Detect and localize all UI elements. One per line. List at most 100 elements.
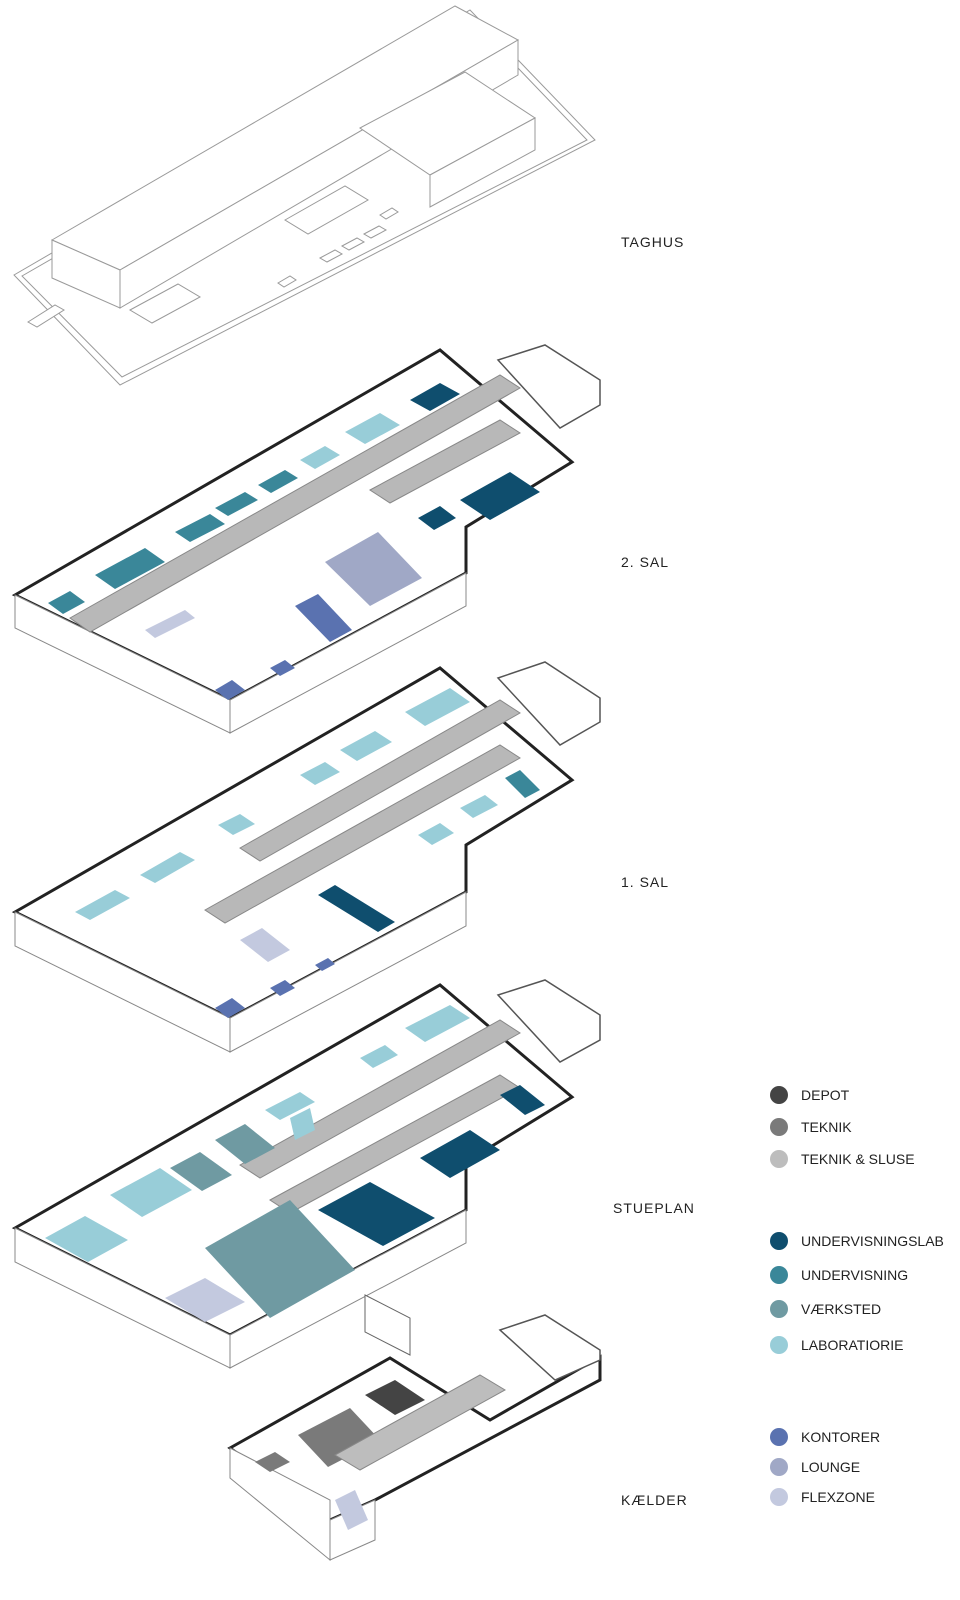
floor-label-1-sal: 1. SAL	[621, 874, 670, 890]
stueplan-lab-2	[360, 1045, 398, 1068]
legend-swatch	[770, 1300, 788, 1318]
stueplan-front-wall	[229, 1209, 467, 1369]
roof-hatch-2	[340, 237, 366, 251]
legend-label: TEKNIK & SLUSE	[801, 1151, 915, 1167]
roof-hatch-1	[318, 249, 344, 263]
sal1-kontor-1	[215, 998, 245, 1018]
sal1-undervisningslab	[318, 885, 395, 932]
legend-swatch	[770, 1232, 788, 1250]
skylight-large	[284, 185, 369, 235]
sal2-flexzone	[145, 610, 195, 638]
floor-2-sal-drawing	[11, 344, 601, 734]
roof-hatch-3	[362, 225, 388, 239]
sal1-lab-7	[140, 852, 195, 883]
stueplan-undervisningslab-2	[420, 1130, 500, 1178]
legend-label: VÆRKSTED	[801, 1301, 882, 1317]
legend-label: UNDERVISNINGSLAB	[801, 1233, 944, 1249]
sal1-corridor-2	[204, 744, 521, 924]
floor-label-taghus: TAGHUS	[621, 234, 685, 250]
legend-item-flexzone: FLEXZONE	[770, 1488, 875, 1506]
sal1-lab-4	[218, 814, 255, 835]
stueplan-annex	[496, 979, 601, 1063]
sal2-undervisningslab-2	[460, 472, 540, 520]
roof-hatch-4	[379, 207, 399, 220]
sal2-lab-2	[300, 446, 340, 469]
sal2-corridor-east	[369, 419, 521, 504]
legend-swatch	[770, 1458, 788, 1476]
stueplan-flexzone	[165, 1278, 245, 1322]
sal1-front-wall	[229, 891, 467, 1053]
plant-room-front	[429, 117, 536, 208]
floor-stueplan-drawing	[11, 979, 601, 1369]
floor-kaelder-drawing	[227, 1314, 602, 1562]
legend-item-teknik: TEKNIK	[770, 1118, 852, 1136]
sal1-annex	[496, 661, 601, 746]
legend-item-undervisningslab: UNDERVISNINGSLAB	[770, 1232, 944, 1250]
sal2-corridor	[69, 374, 521, 633]
legend-swatch	[770, 1428, 788, 1446]
legend-item-vaerksted: VÆRKSTED	[770, 1300, 881, 1318]
sal2-undervisning-2	[215, 492, 258, 516]
stueplan-lab-4	[110, 1168, 192, 1217]
sal2-front-wall	[229, 572, 467, 734]
sal2-undervisning-5	[48, 591, 85, 614]
sal2-undervisningslab-1	[410, 383, 460, 411]
stueplan-entrance-wall	[364, 1294, 411, 1356]
sal1-corridor	[239, 699, 521, 862]
legend-label: TEKNIK	[801, 1119, 852, 1135]
floor-1-sal-drawing	[11, 661, 601, 1053]
stueplan-lab-5	[45, 1216, 128, 1262]
sal1-lab-8	[75, 890, 130, 920]
sal2-kontor-3	[270, 660, 295, 676]
sal2-undervisning-3	[175, 514, 225, 542]
floor-taghus-drawing	[13, 5, 596, 386]
sal1-lab-6	[418, 823, 454, 845]
legend-swatch	[770, 1488, 788, 1506]
stueplan-lab-6	[290, 1108, 315, 1140]
roof-ladder	[27, 304, 65, 328]
sal2-kontor-1	[295, 594, 352, 642]
skylight-small	[128, 283, 202, 324]
stueplan-vaerksted-3	[205, 1200, 355, 1318]
kaelder-teknik-1	[298, 1408, 380, 1467]
floor-label-stueplan: STUEPLAN	[613, 1200, 695, 1216]
kaelder-flexzone	[335, 1490, 368, 1530]
sal1-lab-5	[460, 795, 498, 818]
legend-label: DEPOT	[801, 1087, 850, 1103]
legend-item-depot: DEPOT	[770, 1086, 849, 1104]
legend-item-kontorer: KONTORER	[770, 1428, 880, 1446]
sal2-undervisningslab-3	[418, 506, 456, 530]
legend-item-laboratiorie: LABORATIORIE	[770, 1336, 903, 1354]
sal1-lab-3	[300, 762, 340, 785]
legend-label: FLEXZONE	[801, 1489, 875, 1505]
legend-label: UNDERVISNING	[801, 1267, 909, 1283]
kaelder-teknik-sluse	[333, 1374, 507, 1471]
legend-swatch	[770, 1086, 788, 1104]
sal1-flexzone	[240, 928, 290, 962]
legend-item-teknik-sluse: TEKNIK & SLUSE	[770, 1150, 915, 1168]
legend-swatch	[770, 1266, 788, 1284]
sal2-undervisning-1	[258, 470, 298, 493]
sal1-lab-2	[340, 731, 392, 761]
sal2-undervisning-4	[95, 548, 165, 589]
legend-label: KONTORER	[801, 1429, 881, 1445]
kaelder-annex	[498, 1314, 601, 1381]
legend-item-undervisning: UNDERVISNING	[770, 1266, 908, 1284]
stueplan-undervisningslab-3	[318, 1182, 435, 1246]
legend-label: LABORATIORIE	[801, 1337, 904, 1353]
floor-label-2-sal: 2. SAL	[621, 554, 670, 570]
sal1-kontor-2	[270, 980, 295, 996]
sal2-lab-1	[345, 413, 400, 444]
kaelder-depot	[365, 1380, 425, 1415]
legend-item-lounge: LOUNGE	[770, 1458, 860, 1476]
sal2-kontor-2	[215, 680, 245, 700]
sal1-lab-1	[405, 688, 470, 726]
legend-swatch	[770, 1150, 788, 1168]
stueplan-corridor	[239, 1019, 521, 1179]
legend-swatch	[770, 1336, 788, 1354]
legend-label: LOUNGE	[801, 1459, 861, 1475]
stueplan-undervisningslab-1	[500, 1085, 545, 1115]
sal2-lounge	[325, 532, 422, 606]
